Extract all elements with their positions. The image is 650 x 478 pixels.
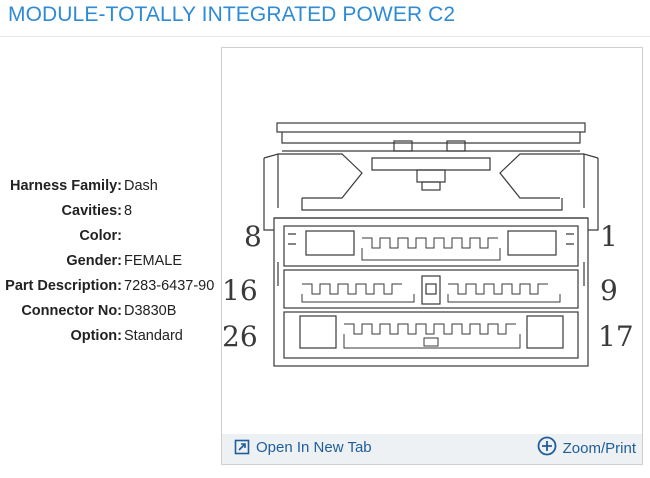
open-tab-label: Open In New Tab — [256, 439, 372, 456]
detail-label: Harness Family: — [9, 178, 122, 194]
diagram-footer: Open In New Tab Zoom/Print — [222, 434, 642, 464]
pin-number-labels: 8 1 16 9 26 17 — [222, 220, 634, 353]
pin-label-16: 16 — [222, 274, 258, 307]
open-tab-icon — [234, 439, 250, 455]
pin-label-1: 1 — [600, 220, 618, 253]
detail-color: Color: — [0, 228, 225, 250]
pin-label-9: 9 — [600, 274, 618, 307]
detail-connector-no: Connector No: D3830B — [0, 303, 225, 325]
page-title: MODULE-TOTALLY INTEGRATED POWER C2 — [8, 3, 456, 26]
detail-part-description: Part Description: 7283-6437-90 — [0, 278, 225, 300]
title-divider — [0, 36, 650, 37]
detail-value: 8 — [124, 203, 133, 219]
detail-value: FEMALE — [124, 253, 183, 269]
detail-label: Connector No: — [21, 303, 122, 319]
connector-body — [263, 122, 599, 367]
detail-value: Standard — [124, 328, 183, 344]
detail-cavities: Cavities: 8 — [0, 203, 225, 225]
pin-label-8: 8 — [244, 220, 262, 253]
detail-label: Part Description: — [5, 278, 122, 294]
pin-label-26: 26 — [222, 320, 258, 353]
detail-label: Cavities: — [61, 203, 122, 219]
detail-harness-family: Harness Family: Dash — [0, 178, 225, 200]
zoom-plus-icon — [537, 436, 557, 456]
detail-value: D3830B — [124, 303, 177, 319]
detail-value: Dash — [124, 178, 158, 194]
detail-option: Option: Standard — [0, 328, 225, 350]
connector-diagram-panel: 8 1 16 9 26 17 Open In New Tab Zoom/Prin… — [221, 47, 643, 465]
zoom-print-label: Zoom/Print — [562, 440, 636, 457]
detail-value: 7283-6437-90 — [124, 278, 215, 294]
detail-label: Color: — [79, 228, 122, 244]
detail-gender: Gender: FEMALE — [0, 253, 225, 275]
open-in-new-tab-link[interactable]: Open In New Tab — [234, 439, 372, 456]
connector-drawing: 8 1 16 9 26 17 — [222, 122, 634, 367]
detail-label: Option: — [70, 328, 122, 344]
detail-label: Gender: — [66, 253, 122, 269]
pin-cavities — [301, 237, 561, 349]
zoom-print-link[interactable]: Zoom/Print — [537, 436, 636, 457]
pin-label-17: 17 — [598, 320, 634, 353]
